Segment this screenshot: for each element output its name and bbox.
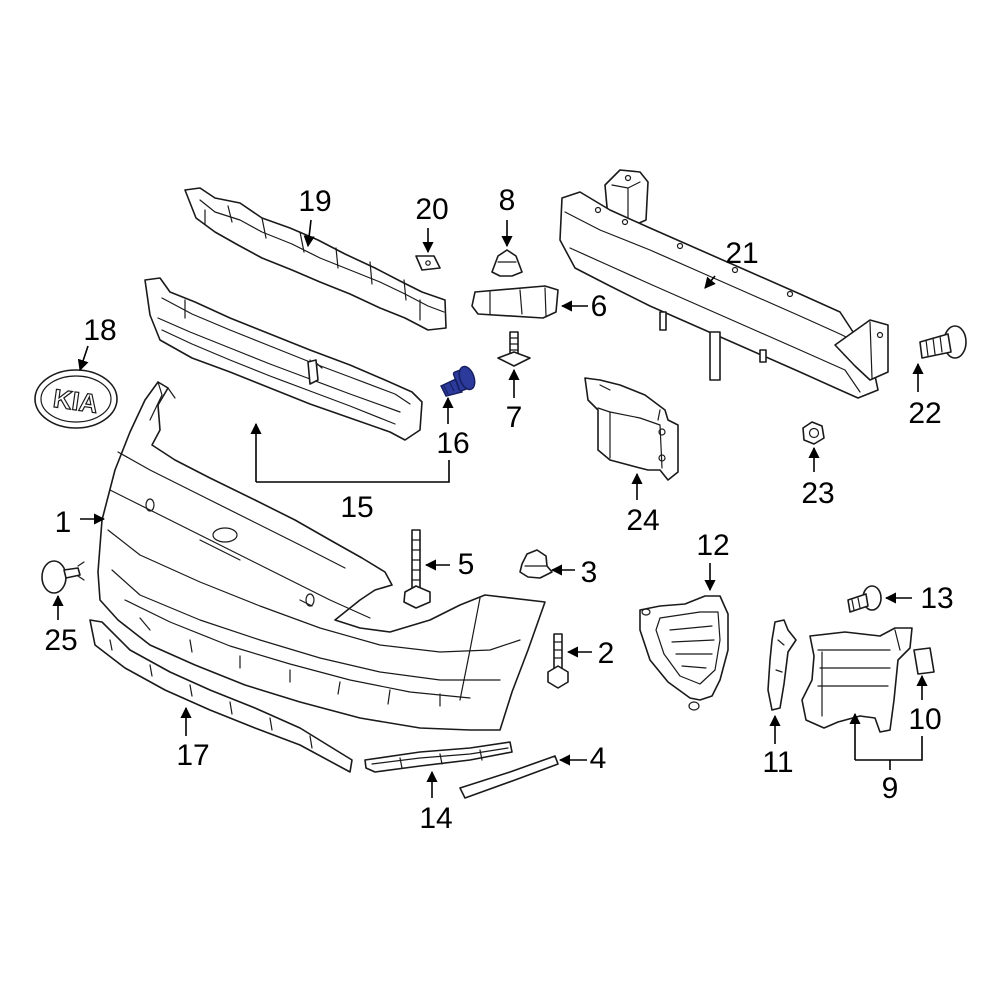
- part-4-strip[interactable]: [459, 755, 559, 799]
- callout-7: 7: [506, 401, 523, 434]
- part-2-bolt[interactable]: [547, 633, 569, 689]
- callout-2: 2: [598, 637, 615, 670]
- part-1-bumper-cover[interactable]: [97, 381, 546, 731]
- callout-4: 4: [590, 742, 607, 775]
- callout-25: 25: [44, 624, 77, 657]
- callout-18: 18: [83, 314, 116, 347]
- part-6-bracket[interactable]: [471, 285, 559, 319]
- callout-15: 15: [340, 491, 373, 524]
- leader-lines: [52, 219, 928, 798]
- callout-8: 8: [499, 184, 516, 217]
- part-18-emblem[interactable]: KIA: [34, 369, 118, 429]
- callout-14: 14: [419, 802, 452, 835]
- part-25-push-pin[interactable]: [41, 560, 85, 594]
- callout-11: 11: [762, 746, 793, 779]
- part-17-lower-strip[interactable]: [89, 619, 353, 773]
- emblem-text: KIA: [51, 383, 100, 419]
- callout-labels: 1 2 3 4 5 6 7 8 9 10 11 12 13 14 15 16 1…: [44, 184, 953, 835]
- part-8-nut[interactable]: [491, 249, 523, 277]
- callout-1: 1: [55, 506, 72, 539]
- callout-22: 22: [908, 397, 941, 430]
- part-20-clip[interactable]: [415, 255, 441, 271]
- part-21-reinforcement-beam[interactable]: [559, 169, 889, 399]
- part-19-absorber[interactable]: [184, 187, 447, 331]
- callout-3: 3: [581, 556, 598, 589]
- part-5-bolt[interactable]: [403, 529, 431, 609]
- part-16-bolt-highlighted[interactable]: [440, 364, 478, 397]
- callout-17: 17: [176, 739, 209, 772]
- callout-9: 9: [882, 772, 899, 805]
- part-23-nut[interactable]: [802, 421, 825, 445]
- callout-10: 10: [908, 703, 941, 736]
- part-9-bracket[interactable]: [801, 627, 913, 733]
- part-10-clip[interactable]: [913, 647, 935, 675]
- part-13-bolt[interactable]: [847, 585, 882, 613]
- part-11-bracket[interactable]: [767, 619, 797, 711]
- callout-5: 5: [458, 548, 475, 581]
- callout-12: 12: [696, 529, 729, 562]
- callout-21: 21: [725, 237, 758, 270]
- part-22-bolt[interactable]: [919, 325, 967, 359]
- part-7-bolt[interactable]: [497, 331, 531, 367]
- callout-13: 13: [920, 582, 953, 615]
- callout-20: 20: [415, 193, 448, 226]
- part-24-sensor-module[interactable]: [584, 377, 679, 481]
- callout-6: 6: [591, 290, 608, 323]
- callout-24: 24: [626, 504, 659, 537]
- callout-19: 19: [298, 185, 331, 218]
- callout-23: 23: [801, 477, 834, 510]
- part-14-garnish[interactable]: [364, 741, 513, 773]
- part-15-grille[interactable]: [144, 277, 423, 441]
- callout-16: 16: [436, 427, 469, 460]
- part-12-fog-lamp-bezel[interactable]: [639, 595, 729, 711]
- part-3-nut[interactable]: [519, 549, 553, 579]
